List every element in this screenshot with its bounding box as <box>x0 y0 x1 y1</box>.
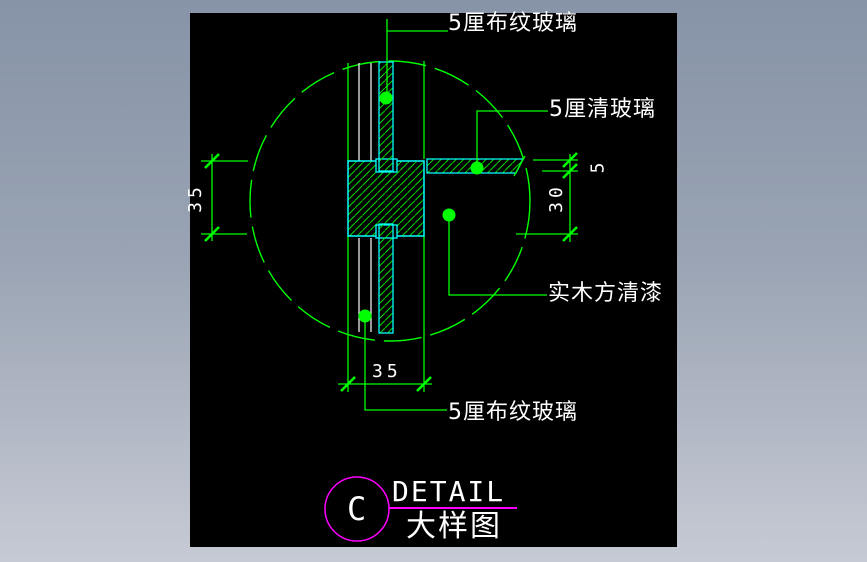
patterned-glass-top <box>378 61 394 172</box>
dim-text-bottom-35: 35 <box>372 361 402 382</box>
tick <box>204 226 220 242</box>
title-bubble-letter: C <box>347 490 367 528</box>
detail-boundary-circle <box>249 60 531 342</box>
label-patterned-glass-top: 5厘布纹玻璃 <box>448 11 578 36</box>
upper-glass-lines <box>347 61 425 161</box>
tick <box>562 226 578 242</box>
glass-cut-mark <box>513 155 526 177</box>
tick <box>562 163 578 179</box>
label-patterned-glass-bottom: 5厘布纹玻璃 <box>448 400 578 425</box>
title-underline <box>389 507 517 509</box>
dot-patterned-glass-top <box>379 91 393 105</box>
title-detail-en: DETAIL <box>392 475 506 508</box>
label-wood: 实木方清漆 <box>548 281 664 306</box>
drawing-canvas[interactable]: 5厘布纹玻璃 5厘清玻璃 实木方清漆 5厘布纹玻璃 35 5 30 35 C D… <box>184 11 677 547</box>
tick <box>204 153 220 169</box>
patterned-glass-bottom <box>378 223 394 334</box>
leader-dots <box>358 91 484 323</box>
dim-text-right-30: 30 <box>545 183 567 213</box>
tick <box>562 152 578 168</box>
title-detail-zh: 大样图 <box>406 509 502 544</box>
dimension-right-5-30 <box>516 152 578 242</box>
dimension-bottom-35 <box>338 376 432 392</box>
dot-patterned-glass-bottom <box>358 309 372 323</box>
dim-text-left-35: 35 <box>184 183 206 213</box>
leader-lines <box>364 19 548 411</box>
dimension-left-35 <box>201 153 248 242</box>
dot-clear-glass <box>470 161 484 175</box>
detail-drawing-svg <box>201 19 578 542</box>
lower-glass-lines <box>347 236 425 392</box>
label-clear-glass: 5厘清玻璃 <box>549 97 656 122</box>
dot-wood <box>442 208 456 222</box>
tick <box>340 376 356 392</box>
title-bubble-circle <box>324 476 390 542</box>
tick <box>416 376 432 392</box>
dim-text-right-5: 5 <box>587 158 609 174</box>
